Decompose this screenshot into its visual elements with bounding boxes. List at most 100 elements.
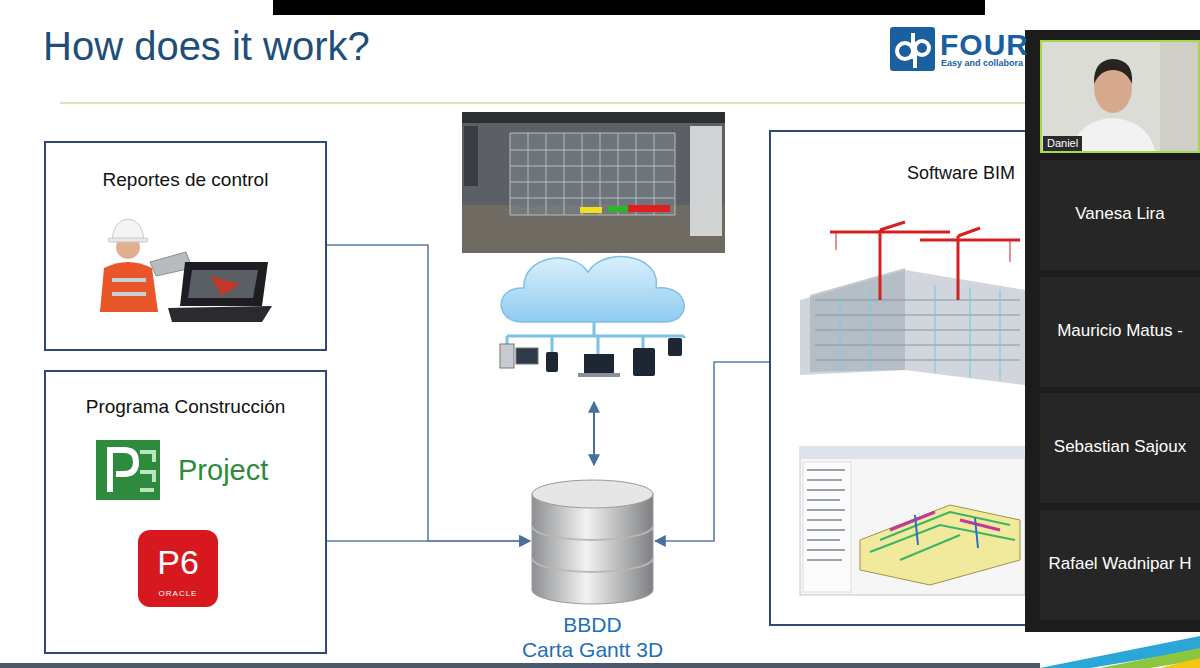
muted-mic <box>1047 485 1057 499</box>
database-shape <box>530 478 655 607</box>
participant-tile: Mauricio Matus - <box>1040 277 1200 387</box>
footer-strip <box>0 663 1040 668</box>
slide-footer <box>0 636 1200 668</box>
node-title: Programa Construcción <box>46 396 325 419</box>
network-lines <box>507 322 684 354</box>
participant-tile: Vanesa Lira <box>1040 160 1200 270</box>
cloud-network <box>500 257 684 377</box>
node-title: Daniel <box>1043 136 1082 151</box>
viewer-titlebar <box>462 112 725 123</box>
paper-sheet <box>150 252 192 276</box>
muted-mic <box>1047 369 1057 383</box>
video-tile: Daniel <box>1040 40 1200 153</box>
building-grid <box>510 133 675 215</box>
node-subtitle: Carta Gantt 3D <box>490 637 695 662</box>
flow-connector <box>655 362 769 541</box>
software-logo-text: Project <box>178 455 268 487</box>
desktop-monitor <box>516 348 538 364</box>
model-pipes <box>870 512 1015 560</box>
worker-jacket <box>100 262 158 312</box>
floor-lines <box>815 300 1020 360</box>
phone-device <box>546 352 558 372</box>
bim-software-screenshot <box>800 447 1025 595</box>
viewer-toolbar <box>464 126 478 186</box>
video-wall <box>1160 40 1200 153</box>
app-window <box>800 447 1025 595</box>
worker-face <box>116 235 140 259</box>
meeting-panel <box>1025 30 1200 632</box>
top-bar <box>273 0 985 15</box>
footer-swoosh <box>1100 648 1200 668</box>
progress-red <box>628 205 670 212</box>
viewer-screenshot <box>462 112 725 253</box>
logo-square <box>890 27 935 71</box>
project-tile <box>96 440 160 500</box>
tree-rows <box>807 470 845 560</box>
title-rule <box>60 102 1030 104</box>
database-cylinder: BBDDCarta Gantt 3D <box>530 478 655 607</box>
p6-logo-tile <box>138 530 218 607</box>
worker-illustration <box>100 219 272 322</box>
laptop-wallpaper <box>210 276 240 296</box>
logo-mark <box>913 44 917 68</box>
bim-rendering <box>800 222 1025 385</box>
reflective-strip <box>112 292 146 296</box>
cloud-shape <box>501 257 684 322</box>
speaker-video <box>1040 40 1200 153</box>
viewer-frame <box>462 112 725 253</box>
helmet-brim <box>108 238 148 242</box>
software-logo-text: ORACLE <box>138 590 218 599</box>
database-bands <box>532 526 653 572</box>
participant-tile: Sebastian Sajoux <box>1040 393 1200 503</box>
progress-green <box>608 206 628 212</box>
logo-mark <box>911 33 915 59</box>
tablet-device <box>633 348 655 376</box>
logo-mark <box>915 41 929 55</box>
model-tree <box>803 462 851 592</box>
building-volume <box>510 133 675 215</box>
laptop-display <box>188 270 258 298</box>
project-glyph <box>110 450 136 492</box>
project-logo-icon <box>96 440 160 500</box>
phone-device <box>668 338 682 356</box>
speaker-shirt <box>1070 118 1156 153</box>
laptop-device <box>584 354 614 373</box>
viewer-panel <box>690 126 722 236</box>
laptop-screen <box>180 262 268 306</box>
speaker-hair <box>1094 59 1132 84</box>
database-body <box>532 494 653 604</box>
video-background <box>1040 40 1200 153</box>
node-title: Mauricio Matus - <box>1040 321 1200 341</box>
sync-arrow <box>593 402 595 465</box>
footer-swoosh <box>1040 636 1200 668</box>
model-beams <box>890 512 1000 530</box>
laptop-base <box>168 306 272 322</box>
desktop-tower <box>500 344 514 368</box>
logo-wordmark: FOUR <box>940 28 1029 61</box>
muted-mic <box>1047 252 1057 266</box>
node-title: Sebastian Sajoux <box>1040 437 1200 457</box>
source-box: Programa Construcción <box>44 370 327 654</box>
tower-cranes <box>830 222 1020 300</box>
building-facade <box>810 268 905 372</box>
project-bars <box>140 452 154 490</box>
node-title: Software BIM <box>907 163 1157 185</box>
software-logo-text: P6 <box>138 544 218 581</box>
glass-lines <box>840 285 1000 380</box>
flow-connector <box>327 540 530 542</box>
crane-cables <box>836 232 1010 262</box>
muted-mic-icons <box>1047 252 1057 616</box>
app-menubar <box>800 447 1025 459</box>
laptop-device-base <box>578 373 620 377</box>
logo-mark <box>897 43 913 59</box>
slide-title: How does it work? <box>43 24 370 68</box>
speaker-face <box>1094 63 1132 113</box>
muted-mic <box>1047 602 1057 616</box>
logo-tagline: Easy and collabora <box>941 59 1023 69</box>
model-columns <box>915 515 978 548</box>
node-title: BBDD <box>490 612 695 637</box>
reflective-strip <box>112 278 146 282</box>
node-title: Reportes de control <box>46 169 325 192</box>
node-title: Rafael Wadnipar H <box>1040 554 1200 574</box>
